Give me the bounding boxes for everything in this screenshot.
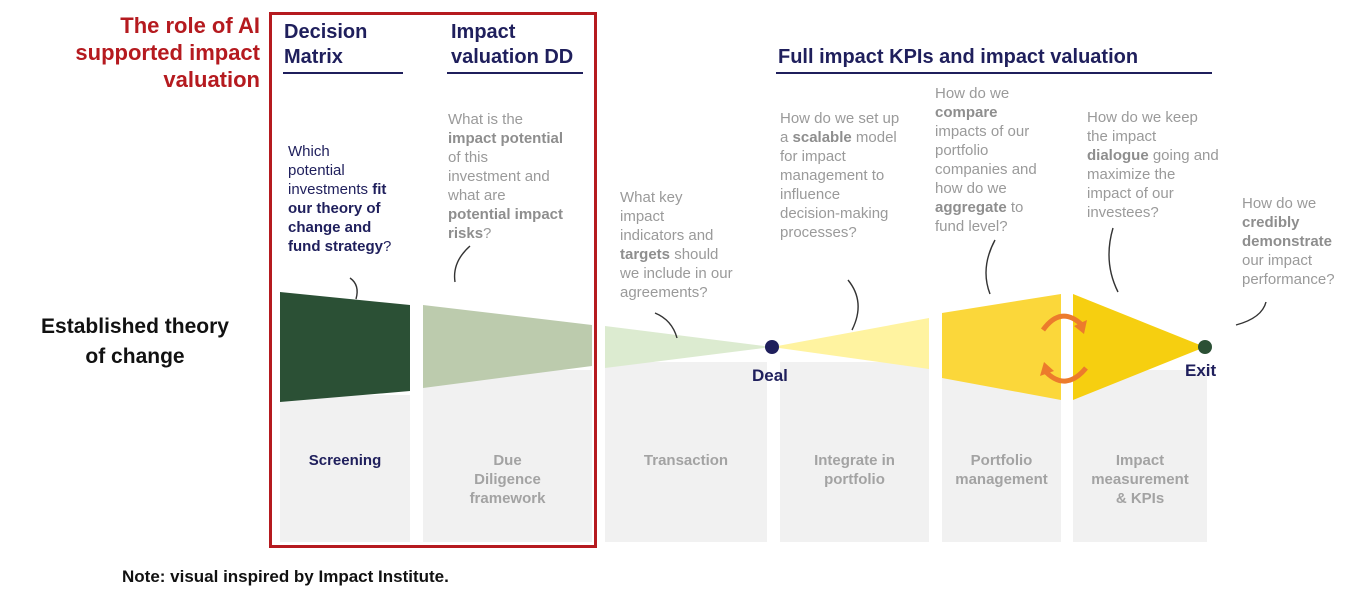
header-full-impact-underline bbox=[776, 72, 1212, 74]
cycle-arrowhead-top-icon bbox=[1074, 320, 1087, 334]
funnel-screening bbox=[280, 292, 410, 402]
column-screening bbox=[280, 395, 410, 542]
connector-integrate bbox=[847, 279, 859, 331]
connector-kpis bbox=[1108, 227, 1119, 293]
question-portfolio: How do we compare impacts of our portfol… bbox=[935, 85, 1037, 235]
stage-label-transaction: Transaction bbox=[643, 452, 729, 469]
connector-transaction bbox=[654, 312, 678, 339]
funnel-transaction bbox=[605, 326, 772, 368]
exit-marker bbox=[1198, 340, 1212, 354]
stage-label-screening: Screening bbox=[308, 452, 382, 469]
question-transaction: What key impact indicators and targets s… bbox=[620, 189, 733, 301]
exit-label: Exit bbox=[1185, 361, 1217, 380]
funnel-kpis bbox=[1073, 294, 1205, 400]
funnel-due-diligence bbox=[423, 305, 592, 388]
cycle-arrow-bottom-icon bbox=[1044, 366, 1088, 384]
connector-due-diligence bbox=[453, 245, 471, 283]
deal-label: Deal bbox=[752, 366, 788, 385]
column-transaction bbox=[605, 362, 767, 542]
deal-marker bbox=[765, 340, 779, 354]
question-kpis: How do we keep the impact dialogue going… bbox=[1087, 109, 1219, 221]
connector-screening bbox=[349, 277, 358, 300]
stage-label-due-diligence: Due Diligence framework bbox=[469, 452, 546, 507]
cycle-arrow-top-icon bbox=[1040, 313, 1084, 332]
column-kpis bbox=[1073, 370, 1207, 542]
funnel-integrate bbox=[772, 318, 929, 369]
side-title: The role of AI supported impact valuatio… bbox=[75, 13, 260, 92]
funnel-portfolio bbox=[942, 294, 1061, 400]
connector-portfolio bbox=[985, 239, 996, 295]
ai-role-frame bbox=[269, 12, 597, 548]
question-due-diligence: What is the impact potential of this inv… bbox=[448, 111, 564, 242]
column-portfolio bbox=[942, 370, 1061, 542]
stage-label-kpis: Impact measurement & KPIs bbox=[1091, 452, 1189, 507]
cycle-arrowhead-bottom-icon bbox=[1040, 362, 1054, 376]
column-due-diligence bbox=[423, 370, 592, 542]
header-decision-matrix: Decision Matrix bbox=[284, 21, 368, 68]
stage-label-portfolio: Portfolio management bbox=[955, 452, 1048, 488]
connector-exit bbox=[1235, 301, 1267, 326]
established-theory-label: Established theory of change bbox=[41, 315, 229, 368]
column-integrate bbox=[780, 362, 929, 542]
question-screening: Which potential investments fit our theo… bbox=[288, 143, 392, 255]
header-impact-valuation: Impact valuation DD bbox=[451, 21, 574, 68]
stage-label-integrate: Integrate in portfolio bbox=[814, 452, 895, 488]
header-impact-valuation-underline bbox=[447, 72, 583, 74]
footnote: Note: visual inspired by Impact Institut… bbox=[122, 567, 449, 586]
header-full-impact: Full impact KPIs and impact valuation bbox=[778, 46, 1139, 68]
header-decision-matrix-underline bbox=[283, 72, 403, 74]
question-integrate: How do we set up a scalable model for im… bbox=[780, 110, 900, 241]
question-exit: How do we credibly demonstrate our impac… bbox=[1242, 195, 1335, 288]
